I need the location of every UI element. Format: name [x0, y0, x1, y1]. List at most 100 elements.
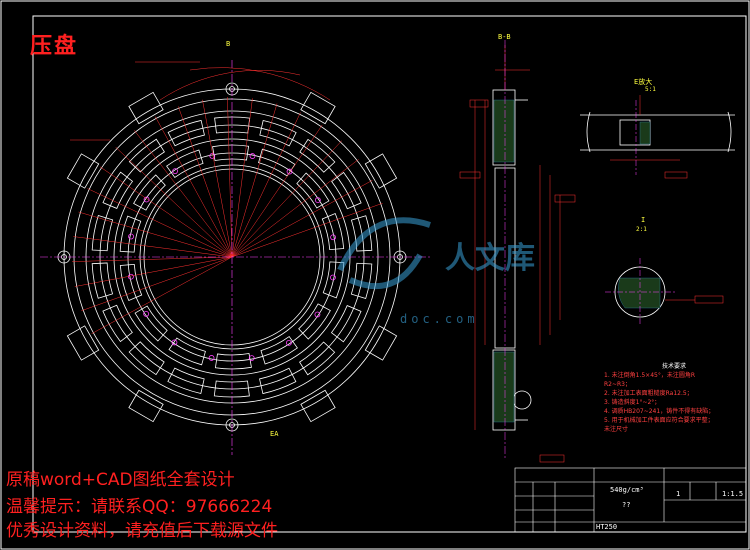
dimension-radial	[231, 124, 323, 258]
tech-item: 5. 用于机械加工件表面应符合要求平整；	[604, 417, 714, 424]
section-bb-label: B-B	[498, 33, 511, 41]
titleblock-scale: 1:1.5	[722, 490, 744, 498]
detail-i-dimensions	[665, 295, 724, 304]
dimension-radial	[91, 256, 233, 334]
promo-line-1: 原稿word+CAD图纸全套设计	[6, 470, 235, 490]
plate-slot	[128, 138, 165, 173]
bolt-hole	[286, 168, 293, 175]
watermark-logo: 人文库	[337, 217, 535, 290]
view-label-b: B	[226, 40, 231, 48]
plate-slot	[133, 174, 166, 211]
bolt-hole	[314, 311, 321, 318]
inner-frame	[32, 15, 747, 533]
tech-item: 4. 调质HB207~241，铸件不得有缺陷；	[604, 408, 715, 415]
drive-lug	[300, 91, 336, 125]
watermark-text: doc.com	[400, 312, 479, 326]
plate-slot	[119, 215, 142, 253]
dimension-radial	[231, 103, 278, 258]
bolt-hole	[128, 273, 134, 280]
titleblock-unknown: ??	[622, 501, 631, 509]
plate-slot	[166, 149, 204, 178]
dimension-radial	[99, 166, 233, 258]
plate-slot	[212, 144, 250, 161]
dimension-radials	[72, 97, 383, 334]
titleblock-count: 1	[676, 490, 681, 498]
dimension-radial	[227, 97, 233, 258]
view-label-ea: EA	[270, 430, 279, 438]
plate-slot	[167, 367, 205, 394]
technical-requirements: 技术要求 1. 未注倒角1.5×45°，未注圆角R R2~R3； 2. 未注加工…	[604, 362, 744, 434]
dimension-radial	[73, 236, 233, 258]
dimension-radial	[231, 202, 383, 258]
drive-lug	[66, 153, 100, 189]
plate-slot	[91, 262, 114, 299]
bolt-hole	[330, 234, 336, 241]
plate-slot	[298, 303, 331, 340]
plate-slot	[168, 337, 206, 366]
plate-slot	[330, 305, 362, 343]
drive-lug	[364, 153, 398, 189]
bolt-hole	[128, 233, 134, 240]
detail-e-dimensions	[610, 95, 688, 179]
drive-lug	[300, 389, 336, 423]
section-bb-dimensions	[459, 45, 576, 463]
dimension-radial	[202, 99, 233, 258]
promo-line-2: 温馨提示：请联系QQ：97666224	[6, 497, 273, 517]
bolt-hole	[143, 196, 150, 203]
plate-slot	[102, 304, 133, 343]
dimension-radial	[78, 211, 233, 258]
tech-item: R2~R3；	[604, 381, 632, 388]
tech-item: 1. 未注倒角1.5×45°，未注圆角R	[604, 372, 696, 379]
dimension-radial	[115, 146, 233, 258]
bolt-hole	[172, 168, 178, 175]
plate-slot	[259, 367, 297, 395]
svg-text:人文库: 人文库	[445, 241, 535, 276]
detail-i-hatch	[618, 277, 661, 309]
dimension-radial	[81, 256, 233, 312]
dimension-radial	[231, 98, 253, 258]
tech-item: 3. 铸造斜度1°~2°；	[604, 399, 661, 406]
tech-item: 2. 未注加工表面粗糙度Ra12.5；	[604, 390, 693, 397]
dimension-radial	[231, 180, 373, 258]
section-bb-hatch	[493, 99, 515, 423]
plate-slot	[128, 341, 165, 376]
plate-slot	[134, 305, 168, 342]
plate-slot	[213, 380, 250, 398]
dimension-radial	[74, 256, 233, 287]
promo-line-3: 优秀设计资料，请充值后下载源文件	[6, 521, 278, 541]
plate-slot	[214, 353, 252, 370]
bolt-hole	[143, 311, 150, 317]
center-lines	[40, 60, 430, 455]
dimension-radial	[231, 140, 343, 258]
detail-e-label: E放大	[634, 78, 653, 86]
plate-slot	[167, 119, 205, 147]
drive-lug	[364, 325, 398, 361]
plate-slot	[259, 120, 297, 147]
drawing-title: 压盘	[30, 34, 79, 59]
titleblock-material: HT250	[596, 523, 618, 531]
dimension-radial	[72, 256, 233, 262]
detail-i-scale: 2:1	[636, 226, 647, 233]
detail-i-label: I	[641, 216, 646, 224]
bolt-hole	[286, 339, 292, 346]
dimension-radial	[87, 188, 233, 258]
detail-i-centerlines	[605, 258, 675, 325]
drive-lug	[66, 325, 100, 361]
plate-slot	[350, 262, 373, 300]
dimension-radial	[155, 116, 233, 258]
plate-slot	[102, 171, 134, 209]
title-block	[514, 467, 747, 533]
tech-item: 未注尺寸	[604, 426, 629, 433]
bolt-hole	[208, 355, 215, 361]
plate-slot	[321, 212, 345, 251]
drive-lug	[128, 389, 164, 423]
plate-slot	[119, 263, 143, 302]
detail-e-scale: 5:1	[645, 86, 656, 93]
plate-slot	[299, 341, 336, 376]
plate-slot	[299, 138, 336, 173]
dimension-radial	[231, 159, 359, 258]
plate-slot	[260, 336, 298, 365]
bolt-hole	[330, 274, 336, 281]
